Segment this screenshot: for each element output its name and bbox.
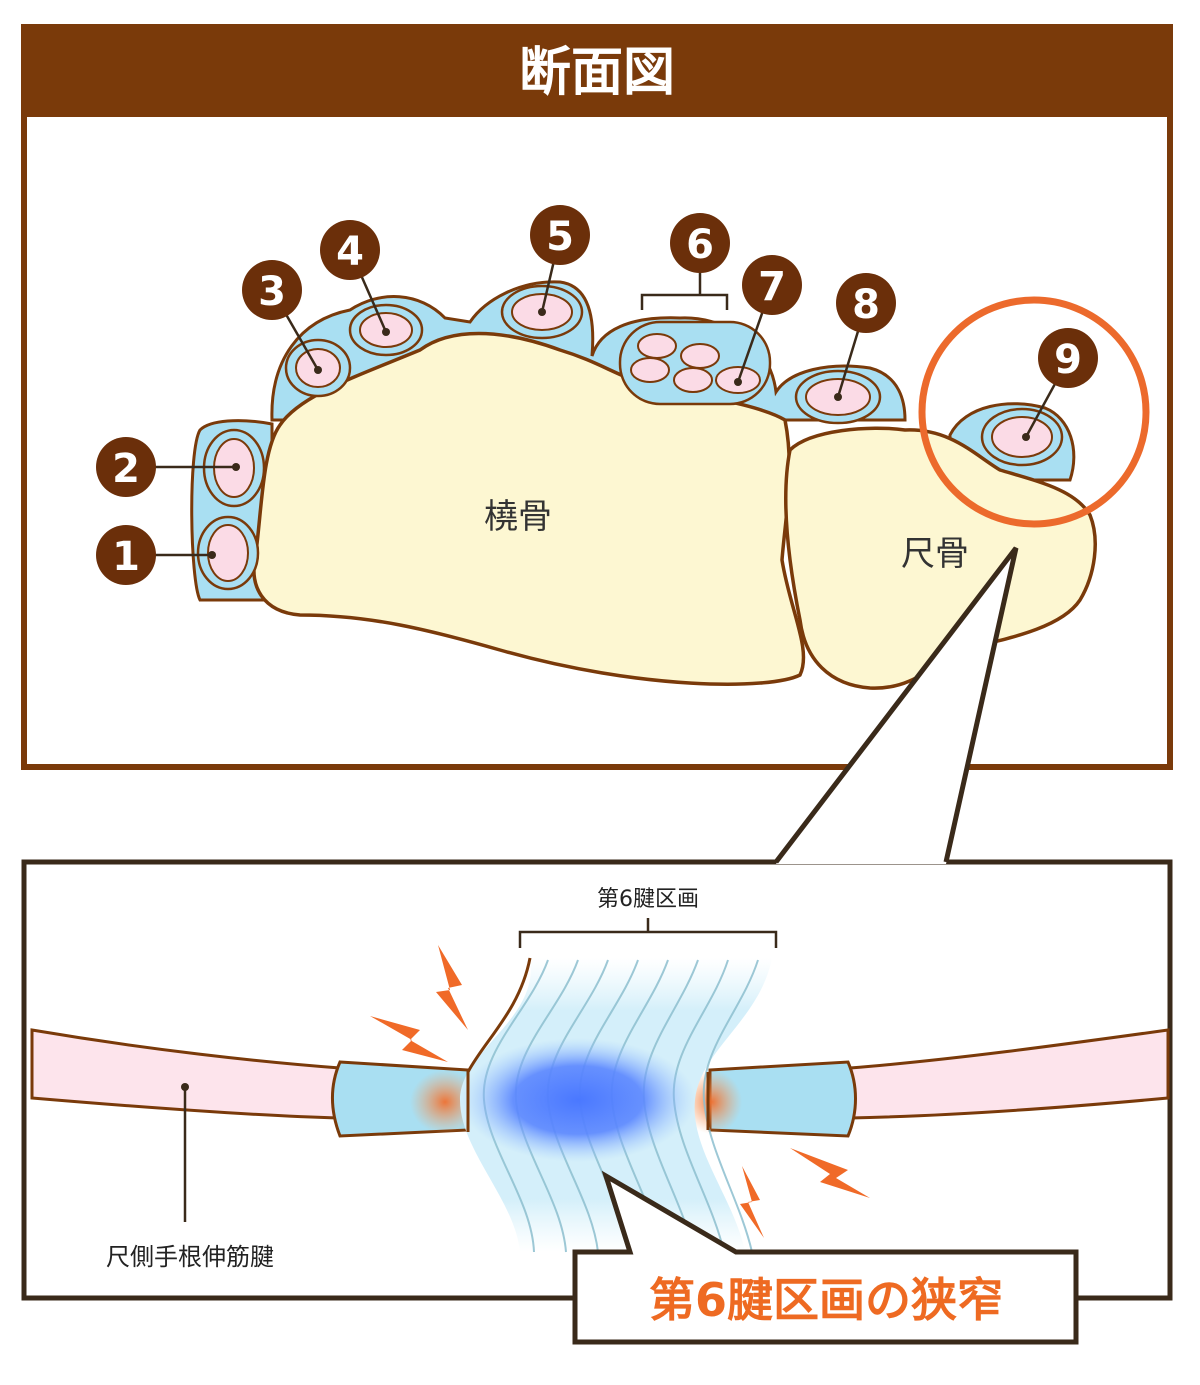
sheath-right	[708, 1060, 857, 1138]
badge-5: 5	[530, 205, 590, 265]
badge-7-label: 7	[758, 264, 786, 310]
badge-7: 7	[742, 255, 802, 315]
badge-6: 6	[670, 213, 730, 273]
page-title: 断面図	[519, 43, 675, 103]
badge-8-label: 8	[852, 282, 880, 328]
bolt-1	[436, 945, 468, 1030]
bolt-3	[740, 1166, 764, 1238]
tendon-label: 尺側手根伸筋腱	[106, 1243, 274, 1271]
badge-4-label: 4	[336, 229, 364, 275]
radius-label: 橈骨	[484, 497, 552, 537]
badge-3-label: 3	[258, 269, 286, 315]
zoom-pointer	[774, 546, 1019, 864]
tendon-6c	[673, 367, 713, 393]
tendon-6b	[680, 343, 720, 369]
badge-9: 9	[1038, 328, 1098, 388]
badge-8: 8	[836, 273, 896, 333]
bolt-4	[790, 1148, 870, 1198]
ecu-tendon	[30, 1028, 1170, 1138]
badge-3: 3	[242, 260, 302, 320]
title-bar	[24, 27, 1170, 117]
pain-bolts	[370, 945, 870, 1238]
highlight-circle	[918, 296, 1150, 528]
badge-6-label: 6	[686, 222, 714, 268]
badge-5-label: 5	[546, 214, 574, 260]
tendon-6a	[637, 333, 677, 359]
leader-dots	[208, 308, 1030, 559]
badge-1-label: 1	[112, 534, 140, 580]
badge-4: 4	[320, 220, 380, 280]
bracket-label: 第6腱区画	[597, 887, 699, 912]
callout-text: 第6腱区画の狭窄	[649, 1273, 1003, 1327]
tendon-6d	[630, 357, 670, 383]
badge-9-label: 9	[1054, 337, 1082, 383]
badge-1: 1	[96, 525, 156, 585]
callout-box	[572, 1170, 1079, 1345]
badge-2-label: 2	[112, 446, 140, 492]
ulna-label: 尺骨	[901, 534, 969, 574]
tendon-1	[207, 524, 249, 582]
radius-bone	[252, 331, 806, 686]
badge-2: 2	[96, 437, 156, 497]
compartment-6	[460, 957, 772, 1253]
tendon-right	[848, 1028, 1170, 1120]
inflammation-core	[460, 1038, 696, 1162]
compartment-badges: 1 2 3 4 5 6 7 8	[96, 205, 1098, 585]
ulna-bone	[784, 426, 1097, 690]
